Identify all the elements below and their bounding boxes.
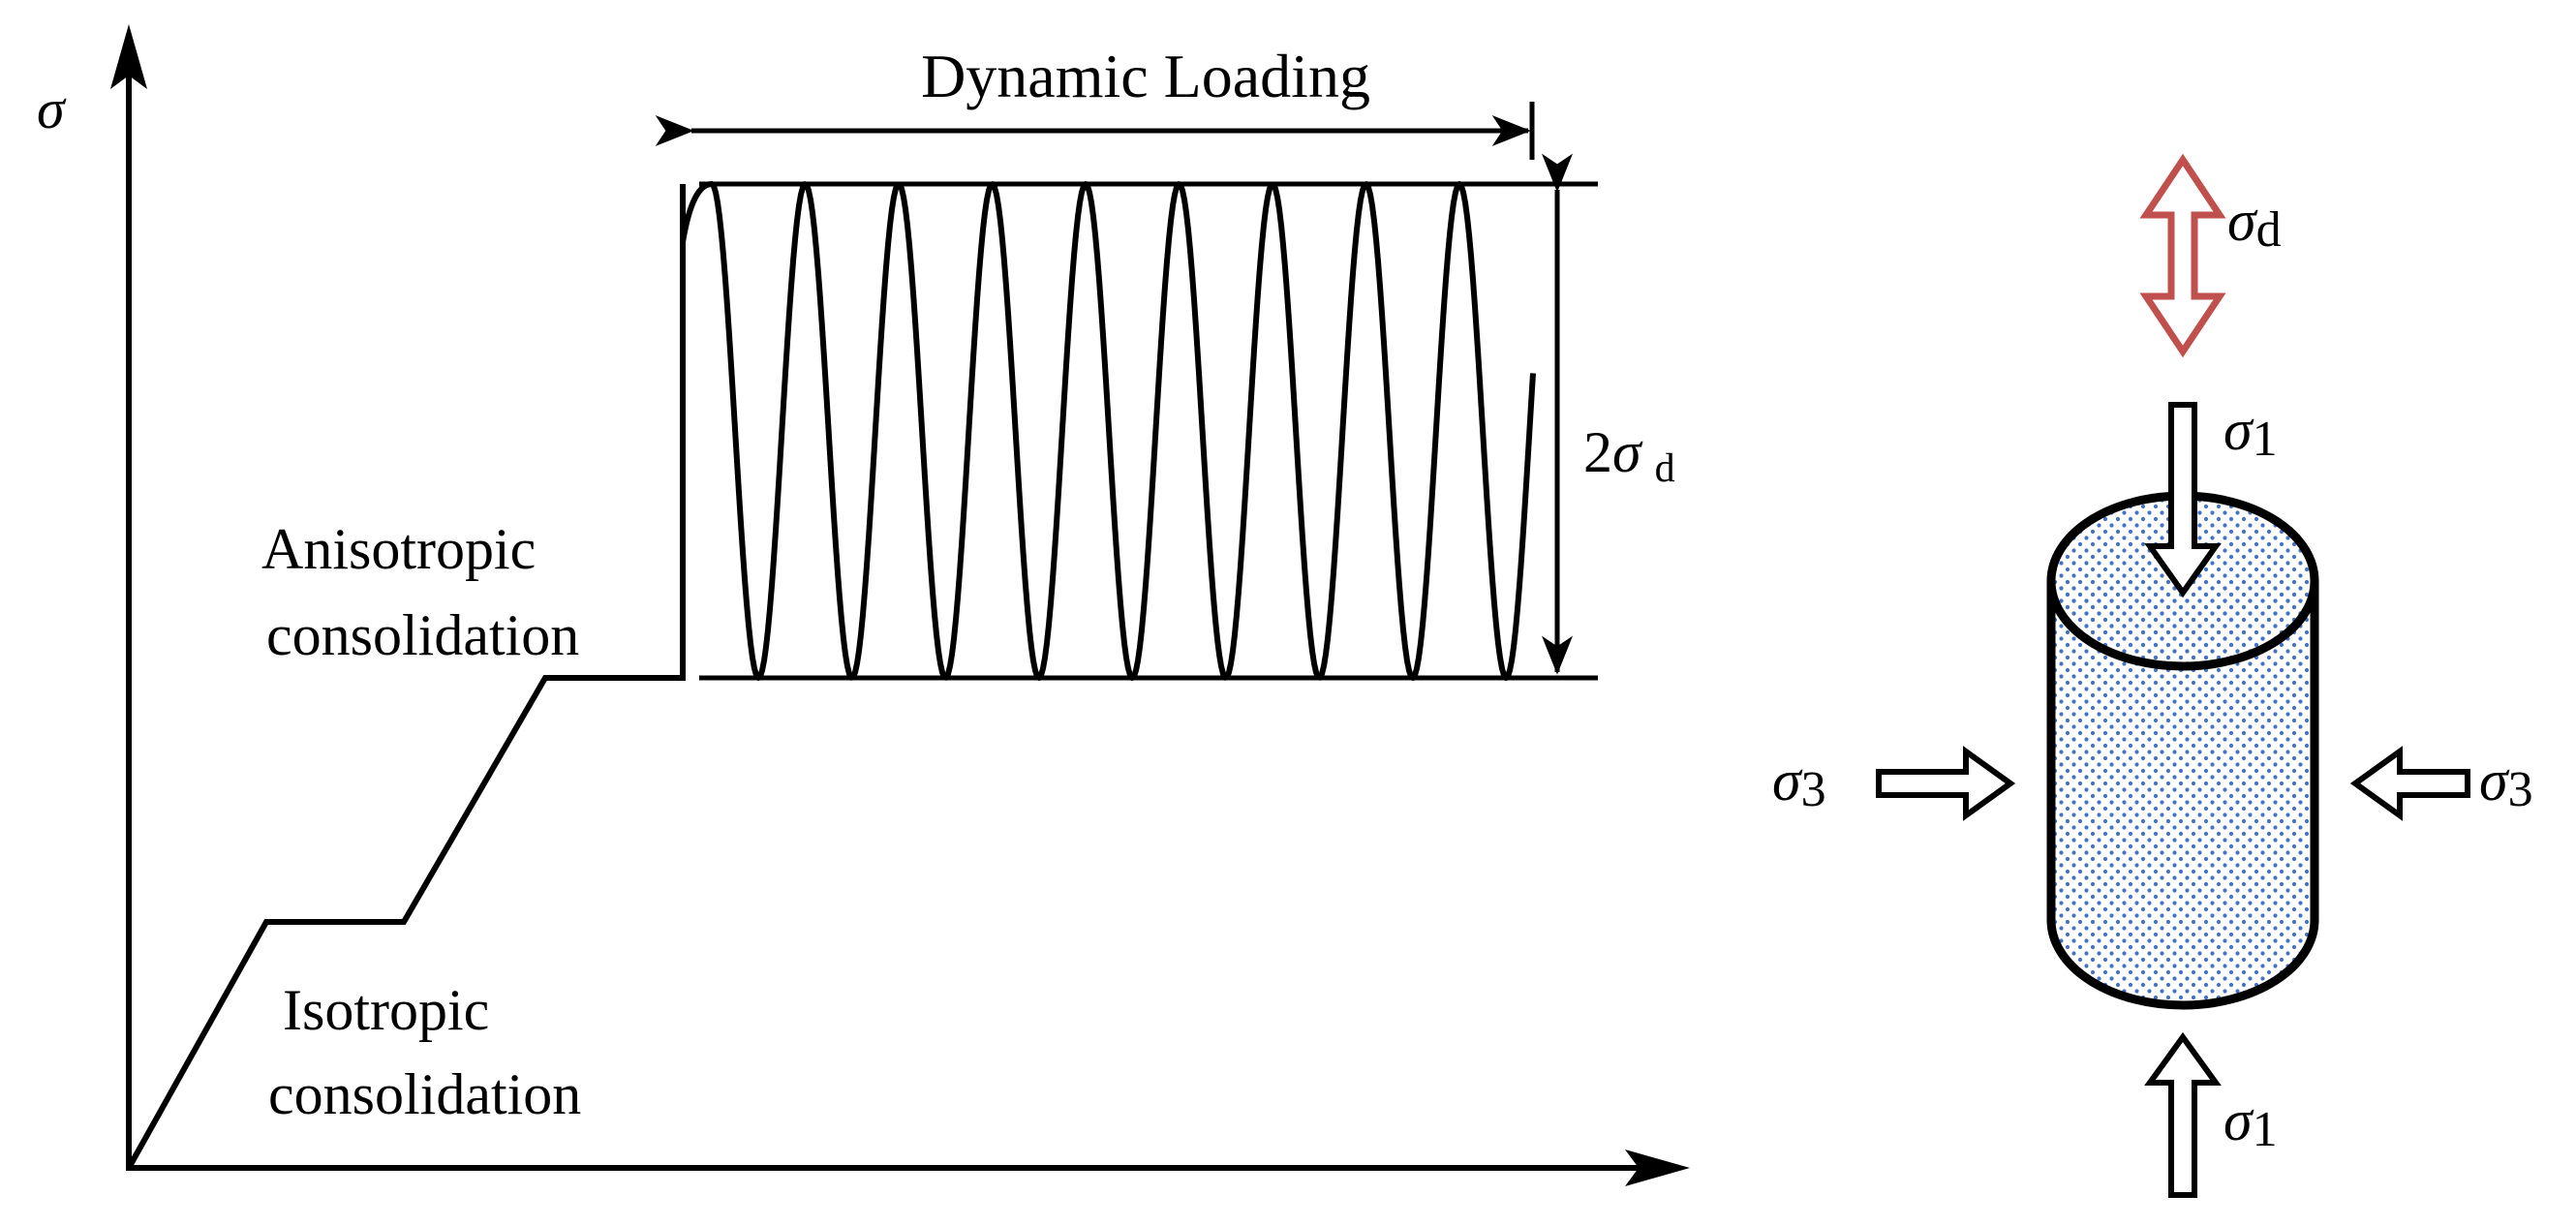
sigma-3-left-arrow [1876, 746, 2016, 821]
specimen-schematic: σd σ1 σ1 σ3 σ3 [1772, 153, 2533, 1198]
sigma-d-label: σd [2227, 189, 2282, 258]
dynamic-loading-wave [680, 181, 1536, 681]
sigma-1-top-arrow [2144, 402, 2222, 598]
cylinder-body [2046, 581, 2319, 1010]
sigma-3-left-label: σ3 [1772, 749, 1826, 817]
isotropic-label-2: consolidation [268, 1062, 581, 1126]
dynamic-loading-label: Dynamic Loading [921, 42, 1370, 110]
sigma-1-bottom-arrow [2144, 1031, 2222, 1198]
dynamic-stress-arrow [2139, 153, 2226, 358]
anisotropic-label: Anisotropic [261, 517, 536, 581]
consolidation-path [126, 184, 686, 1170]
isotropic-label: Isotropic [283, 978, 489, 1042]
anisotropic-label-2: consolidation [266, 603, 579, 667]
sigma-3-right-label: σ3 [2479, 749, 2533, 817]
sigma-1-bottom-label: σ1 [2223, 1088, 2278, 1157]
sigma-1-top-label: σ1 [2223, 398, 2278, 467]
y-axis-arrowhead [110, 24, 147, 89]
x-axis-arrowhead [1625, 1149, 1690, 1186]
y-axis-label: σ [37, 77, 67, 140]
sigma-3-right-arrow [2349, 746, 2470, 821]
